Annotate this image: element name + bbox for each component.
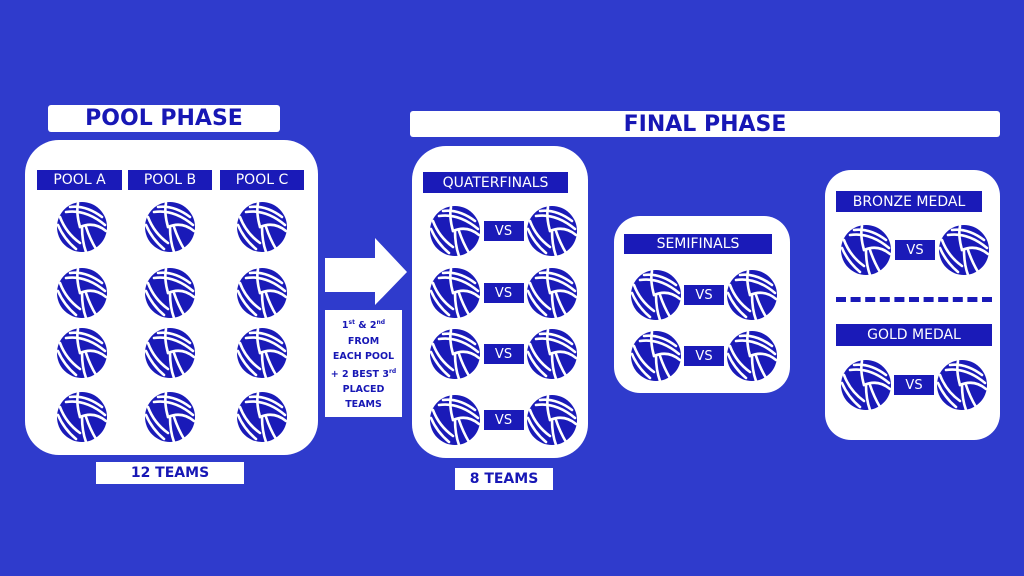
arrow-right-icon <box>325 238 407 305</box>
volleyball-icon <box>429 328 481 380</box>
volleyball-icon <box>429 394 481 446</box>
vs-label: VS <box>895 240 935 260</box>
volleyball-icon <box>429 267 481 319</box>
volleyball-icon <box>526 205 578 257</box>
volleyball-icon <box>526 328 578 380</box>
volleyball-icon <box>429 205 481 257</box>
volleyball-icon <box>526 394 578 446</box>
volleyball-icon <box>236 267 288 319</box>
volleyball-icon <box>840 359 892 411</box>
volleyball-icon <box>56 201 108 253</box>
pool-a-label: POOL A <box>37 170 122 190</box>
final-phase-title: FINAL PHASE <box>410 111 1000 137</box>
volleyball-icon <box>936 359 988 411</box>
vs-label: VS <box>894 375 934 395</box>
volleyball-icon <box>56 391 108 443</box>
bronze-medal-label: BRONZE MEDAL <box>836 191 982 212</box>
volleyball-icon <box>726 269 778 321</box>
qf-teams-count: 8 TEAMS <box>455 468 553 490</box>
quarterfinals-label: QUATERFINALS <box>423 172 568 193</box>
pool-phase-title: POOL PHASE <box>48 105 280 132</box>
volleyball-icon <box>144 201 196 253</box>
volleyball-icon <box>144 267 196 319</box>
volleyball-icon <box>726 330 778 382</box>
volleyball-icon <box>56 267 108 319</box>
divider-dashed <box>836 297 992 302</box>
volleyball-icon <box>840 224 892 276</box>
vs-label: VS <box>684 346 724 366</box>
volleyball-icon <box>526 267 578 319</box>
pool-teams-count: 12 TEAMS <box>96 462 244 484</box>
volleyball-icon <box>236 201 288 253</box>
semifinals-label: SEMIFINALS <box>624 234 772 254</box>
volleyball-icon <box>56 327 108 379</box>
vs-label: VS <box>483 221 524 241</box>
volleyball-icon <box>236 327 288 379</box>
volleyball-icon <box>630 330 682 382</box>
pool-c-label: POOL C <box>220 170 304 190</box>
vs-label: VS <box>483 283 524 303</box>
vs-label: VS <box>483 410 524 430</box>
vs-label: VS <box>684 285 724 305</box>
pool-b-label: POOL B <box>128 170 212 190</box>
volleyball-icon <box>144 327 196 379</box>
vs-label: VS <box>483 344 524 364</box>
volleyball-icon <box>236 391 288 443</box>
volleyball-icon <box>144 391 196 443</box>
gold-medal-label: GOLD MEDAL <box>836 324 992 346</box>
volleyball-icon <box>938 224 990 276</box>
volleyball-icon <box>630 269 682 321</box>
